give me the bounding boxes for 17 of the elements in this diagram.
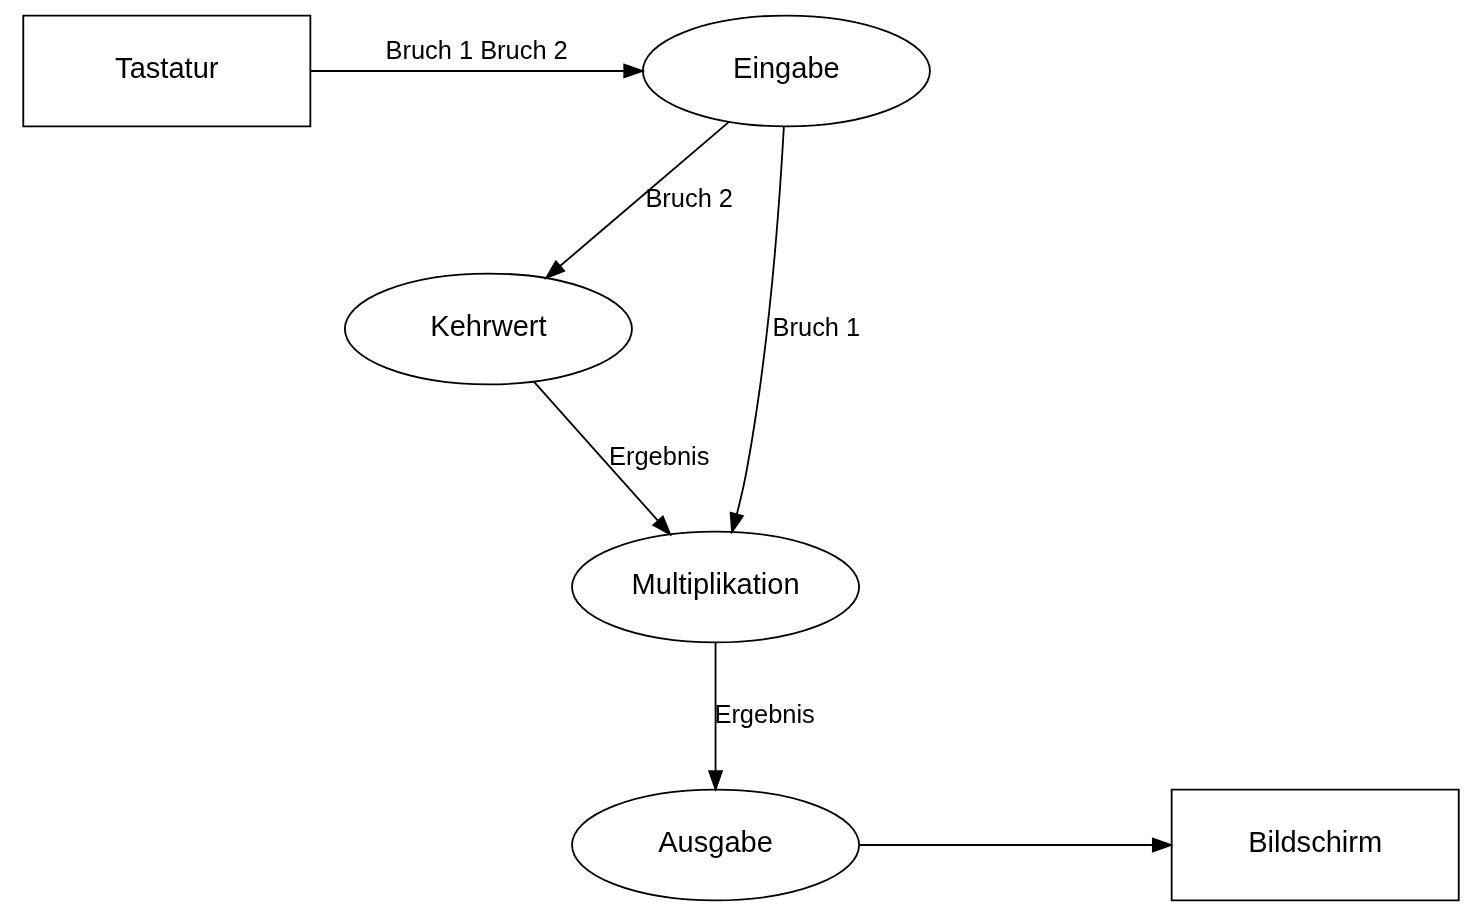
node-ellipse: Kehrwert [343,272,633,386]
arrow [543,120,730,280]
node-ellipse: Multiplikation [570,530,860,644]
node-box: Bildschirm [1170,788,1460,902]
edge-label: Ergebnis [608,441,709,470]
node-box: Tastatur [21,14,311,128]
node-ellipse: Eingabe [641,14,931,128]
edge-label: Bruch 1 Bruch 2 [384,35,568,64]
arrow [532,380,672,537]
arrow [729,125,785,535]
edge-label: Ergebnis [713,699,815,728]
arrow [707,641,723,793]
arrow [858,837,1174,853]
edge-label: Bruch 1 [772,312,860,341]
edge-label: Bruch 2 [644,183,733,212]
arrow [309,63,645,79]
node-ellipse: Ausgabe [570,788,860,902]
